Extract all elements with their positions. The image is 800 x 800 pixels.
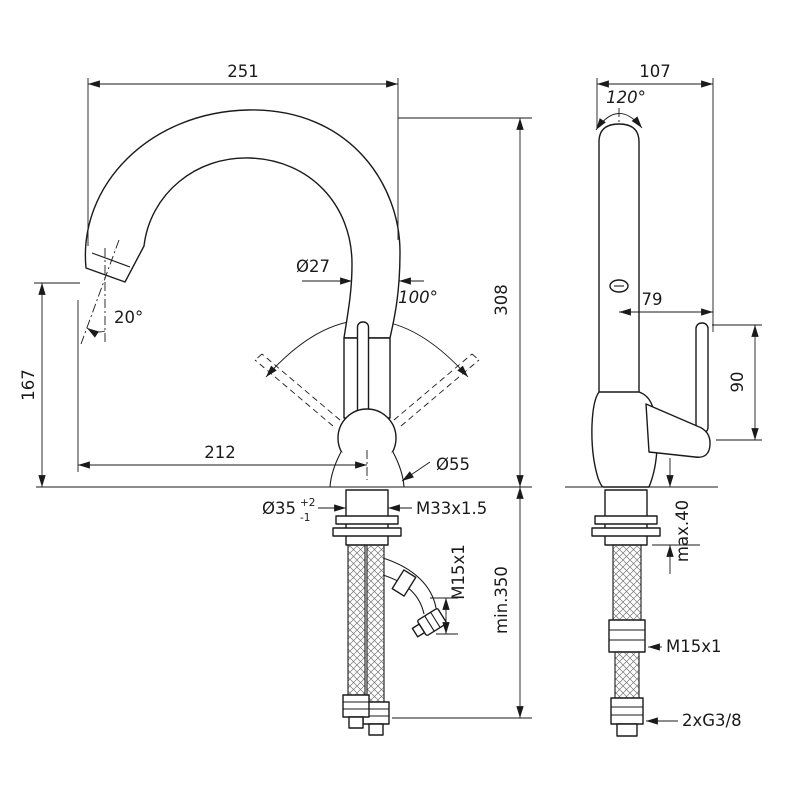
front-view: 100°	[19, 62, 532, 736]
base-dia-label: Ø55	[436, 455, 470, 474]
washer-2	[332, 527, 402, 537]
spray-hose-fitting	[411, 608, 447, 638]
dim-outlet-angle: 20°	[80, 239, 143, 345]
hose-thread-label: M15x1	[666, 637, 722, 656]
body-skirt-edges	[329, 451, 405, 488]
supply-thread-label: 2xG3/8	[682, 711, 742, 730]
dim-hole-and-thread: Ø35 +2 -1 M33x1.5	[262, 497, 487, 524]
handle-offset-label: 79	[642, 290, 663, 309]
dim-swivel-arc: 120°	[595, 88, 646, 131]
side-handle-base	[645, 403, 711, 458]
hole-tol-minus: -1	[300, 512, 310, 524]
reach-label: 251	[227, 62, 259, 81]
side-hose	[608, 544, 646, 737]
side-view: 107 120° 79 90 max.40 M15x1	[565, 62, 762, 737]
spout-dia-label: Ø27	[296, 257, 330, 276]
aerator-ring	[91, 252, 131, 268]
outlet-angle-label: 20°	[114, 308, 143, 327]
dim-supply-thread: 2xG3/8	[646, 711, 742, 730]
side-washer-1	[594, 515, 658, 525]
dim-spout-dia: Ø27	[296, 257, 424, 285]
dim-depth: 107	[596, 62, 714, 332]
dim-reach: 251	[87, 62, 399, 246]
side-spout-column	[598, 123, 640, 392]
dim-reach-to-axis: 212	[77, 300, 368, 480]
handle-height-label: 90	[728, 372, 747, 393]
max-deck-label: max.40	[673, 500, 692, 562]
washer-1	[335, 515, 399, 525]
spray-hose	[382, 557, 447, 638]
side-supply-nut	[610, 697, 644, 725]
dim-max-deck: max.40	[652, 458, 700, 574]
spout-outline	[84, 109, 401, 339]
shank-thread-label: M33x1.5	[416, 499, 487, 518]
hose-length-label: min.350	[492, 566, 511, 634]
swivel-angle-label: 100°	[398, 288, 438, 307]
spray-thread-label: M15x1	[449, 544, 468, 600]
lever-handle	[356, 321, 370, 423]
dim-base-dia: Ø55	[401, 455, 470, 482]
dim-height: 308 min.350	[392, 117, 532, 719]
side-washer-2	[591, 527, 661, 537]
depth-label: 107	[639, 62, 671, 81]
hole-dia-label: Ø35	[262, 499, 296, 518]
side-lever-handle	[695, 322, 709, 434]
dim-outlet-height: 167	[19, 282, 80, 487]
reach-to-axis-label: 212	[204, 443, 236, 462]
side-hose-fitting	[608, 619, 646, 653]
dim-hose-thread: M15x1	[648, 637, 722, 656]
dim-handle-offset: 79	[619, 290, 713, 316]
hole-tol-plus: +2	[300, 497, 315, 509]
dim-spray-thread: M15x1	[430, 544, 468, 635]
swivel-arc-label: 120°	[606, 88, 646, 107]
supply-hoses	[342, 544, 390, 736]
dim-handle-height: 90	[712, 324, 762, 441]
outlet-height-label: 167	[19, 369, 38, 401]
hose-connector-a	[342, 694, 370, 718]
height-label: 308	[492, 284, 511, 316]
